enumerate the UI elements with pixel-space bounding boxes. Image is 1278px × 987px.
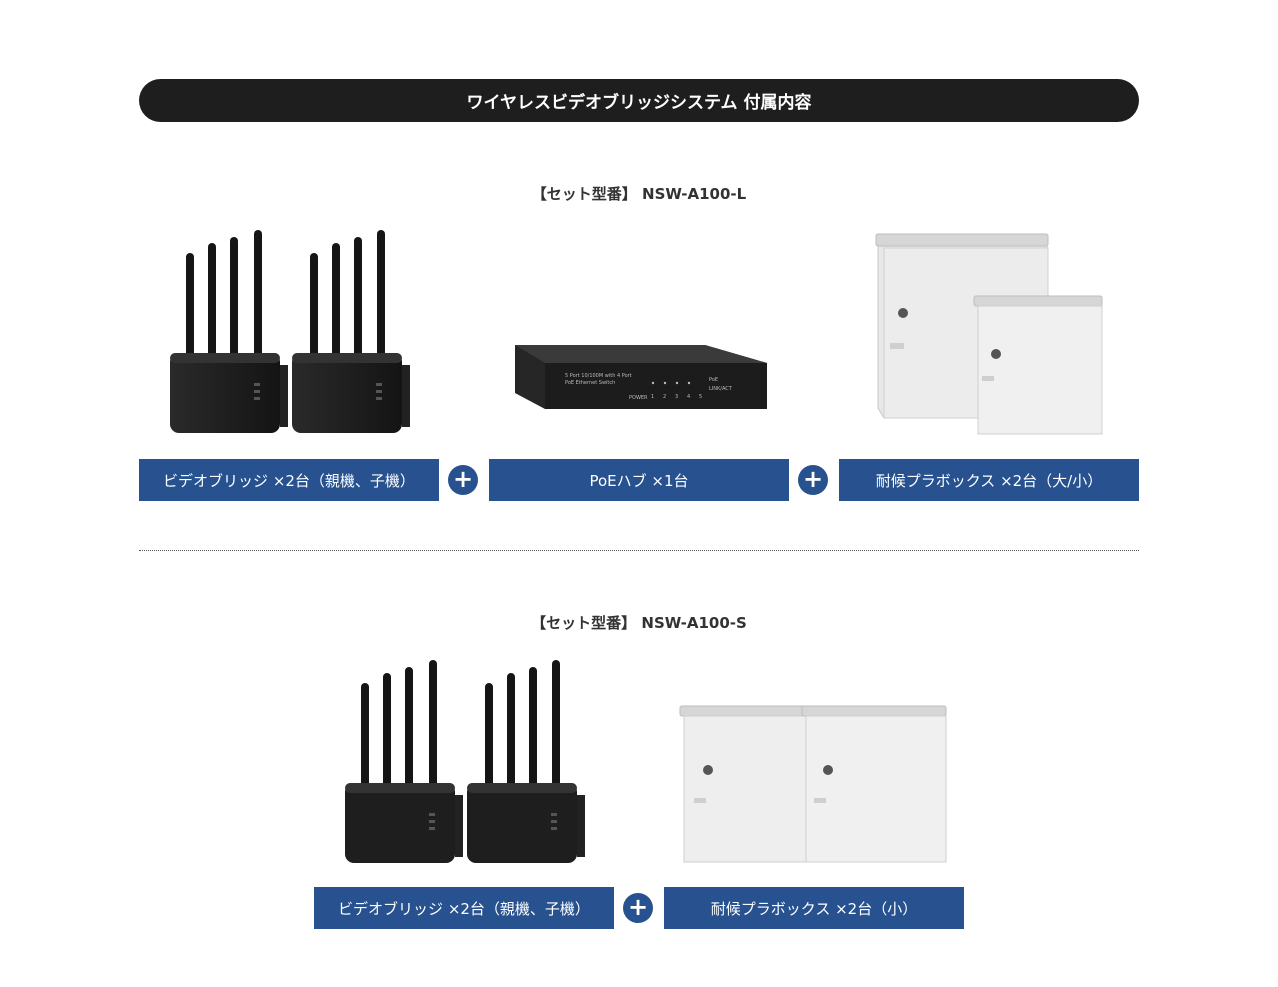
set2-label-weatherproof-box: 耐候プラボックス ×2台（小） bbox=[664, 887, 964, 929]
weatherproof-box-small bbox=[973, 295, 1103, 435]
section-divider bbox=[139, 550, 1139, 551]
hub-port-3: 3 bbox=[675, 394, 678, 400]
page-title: ワイヤレスビデオブリッジシステム 付属内容 bbox=[466, 93, 812, 113]
video-bridge-image bbox=[170, 230, 410, 433]
weatherproof-box-small-1 bbox=[679, 705, 811, 863]
video-bridge-unit-1 bbox=[345, 660, 463, 863]
hub-panel-line2: PoE Ethernet Switch bbox=[565, 380, 615, 386]
plus-icon: + bbox=[798, 465, 828, 495]
set1-label-weatherproof-box: 耐候プラボックス ×2台（大/小） bbox=[839, 459, 1139, 501]
hub-port-5: 5 bbox=[699, 394, 702, 400]
hub-poe-label: PoE bbox=[709, 377, 718, 383]
set1-label-poe-hub: PoEハブ ×1台 bbox=[489, 459, 789, 501]
hub-port-4: 4 bbox=[687, 394, 690, 400]
plus-icon: + bbox=[448, 465, 478, 495]
poe-hub-image: 5 Port 10/100M with 4 Port PoE Ethernet … bbox=[515, 345, 767, 409]
video-bridge-unit-2 bbox=[467, 660, 585, 863]
hub-power-label: POWER bbox=[629, 395, 648, 401]
hub-panel-line1: 5 Port 10/100M with 4 Port bbox=[565, 373, 632, 379]
video-bridge-unit-1 bbox=[170, 230, 288, 433]
set1-label-video-bridge: ビデオブリッジ ×2台（親機、子機） bbox=[139, 459, 439, 501]
page-title-bar: ワイヤレスビデオブリッジシステム 付属内容 bbox=[139, 79, 1139, 122]
weatherproof-box-image bbox=[875, 233, 1103, 435]
weatherproof-box-image bbox=[679, 705, 947, 863]
hub-port-2: 2 bbox=[663, 394, 666, 400]
hub-port-1: 1 bbox=[651, 394, 654, 400]
weatherproof-box-small-2 bbox=[801, 705, 947, 863]
video-bridge-image bbox=[345, 660, 585, 863]
set-model-title: 【セット型番】 NSW-A100-S bbox=[531, 614, 747, 632]
hub-link-label: LINK/ACT bbox=[709, 386, 733, 392]
plus-icon: + bbox=[623, 893, 653, 923]
set2-label-video-bridge: ビデオブリッジ ×2台（親機、子機） bbox=[314, 887, 614, 929]
set-model-title: 【セット型番】 NSW-A100-L bbox=[531, 185, 747, 203]
video-bridge-unit-2 bbox=[292, 230, 410, 433]
